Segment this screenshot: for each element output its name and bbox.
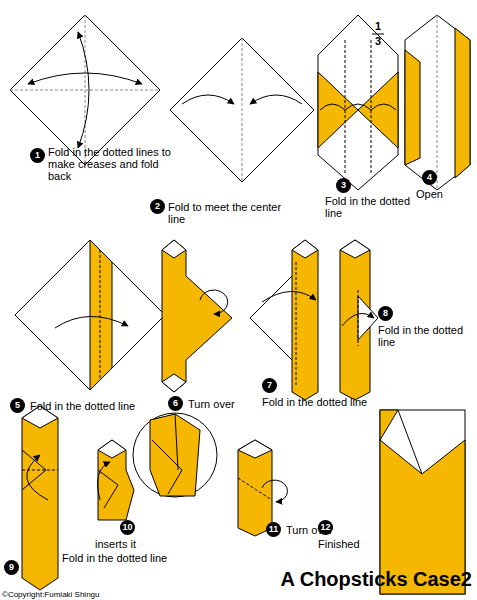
step-number: 9: [4, 560, 19, 575]
step-number: 4: [422, 170, 437, 185]
step-number: 3: [336, 178, 351, 193]
step-number: 12: [318, 520, 333, 535]
step-number: 10: [120, 520, 135, 535]
step-instruction: Fold to meet the center line: [168, 201, 288, 225]
copyright-note: ©Copyright:Fumiaki Shingu: [2, 590, 100, 599]
step-instruction: Fold in the dotted line: [30, 400, 150, 412]
fraction-label: 1: [373, 20, 383, 32]
step-instruction: Finished: [318, 538, 388, 550]
step-number: 1: [30, 148, 45, 163]
step-instruction: Fold in the dotted line: [378, 324, 473, 348]
step-number: 2: [150, 199, 165, 214]
step-number: 8: [378, 306, 393, 321]
step-instruction: Open: [416, 188, 466, 200]
step-instruction: Turn over: [188, 398, 258, 410]
step-instruction: inserts it: [95, 538, 175, 550]
step-instruction: Fold in the dotted line: [262, 396, 372, 408]
step-number: 5: [10, 398, 25, 413]
step-instruction: Fold in the dotted lines to make creases…: [48, 146, 178, 182]
step-number: 6: [168, 396, 183, 411]
step-number: 7: [262, 378, 277, 393]
step-instruction: Fold in the dotted line: [325, 195, 425, 219]
fraction-label: 3: [373, 35, 383, 47]
step-number: 11: [266, 522, 281, 537]
diagram-title: A Chopsticks Case2: [280, 568, 472, 591]
step-instruction: Fold in the dotted line: [62, 552, 182, 564]
